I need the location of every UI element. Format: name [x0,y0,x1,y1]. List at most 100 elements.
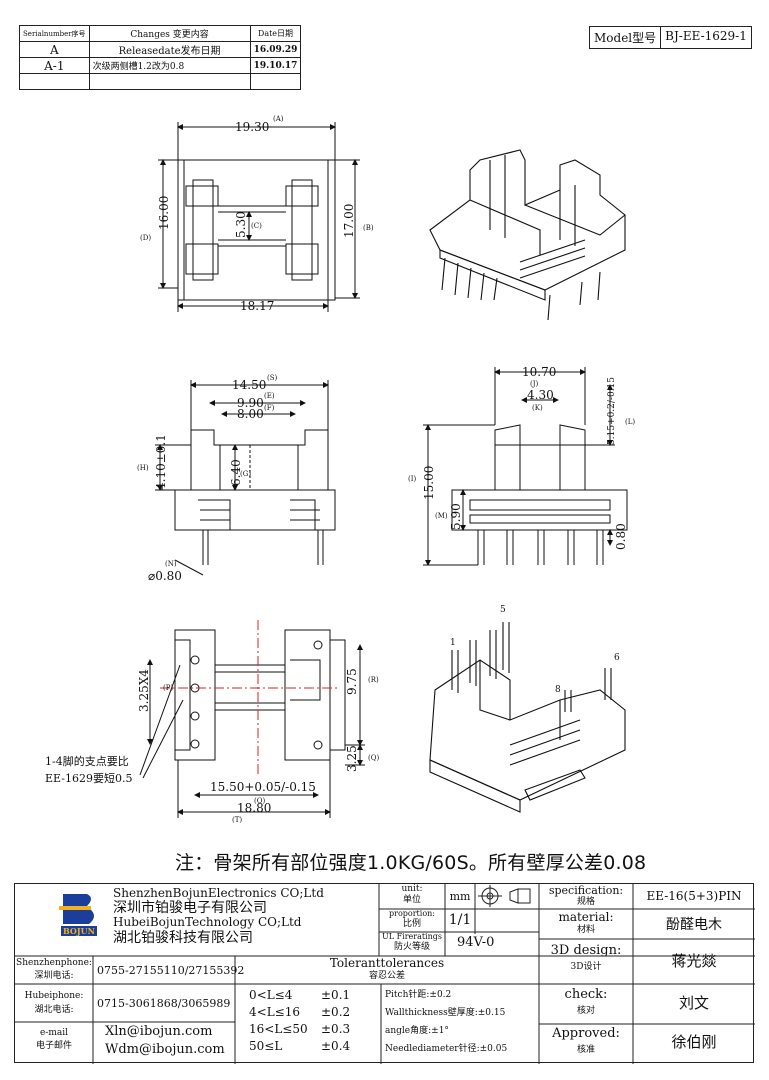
dim-bottom-r: 9.75 [345,668,359,695]
title-block-grid: BOJUN [15,884,755,1064]
approved-label-cn: 核准 [576,1045,595,1055]
dim-bottom-q: 3.25 [345,745,359,772]
dim-top-width: 19.30 [235,120,269,134]
dim-bottom-pitch: 3.25X4 [137,669,151,712]
bottom-callout: EE-1629要短0.5 [45,771,132,785]
fire-label-cn: 防火等级 [393,942,430,952]
dim-ref: (D) [140,234,151,242]
pin-label: 5 [500,605,506,615]
iso-view-bottom [429,622,626,813]
tol-value: ±0.1 [321,988,351,1002]
hb-phone: 0715-3061868/3065989 [97,997,231,1010]
design-value: 蒋光燚 [671,952,717,970]
sz-phone-label-cn: 深圳电话: [34,971,74,981]
check-label-cn: 核对 [576,1006,595,1016]
tol-value: ±0.2 [321,1005,351,1019]
dim-front-w1: 14.50 [232,378,266,392]
dim-top-inner: 5.30 [234,211,248,238]
dim-front-w3: 8.00 [237,407,264,421]
dim-side-w1: 10.70 [522,365,556,379]
logo-text: BOJUN [63,926,95,936]
dim-ref: (G) [240,470,251,478]
dim-ref: (O) [254,797,265,805]
material-label-cn: 材料 [576,925,595,935]
dim-ref: (P) [163,684,173,692]
check-value: 刘文 [678,994,709,1012]
technical-drawing: 19.30 (A) (D) 16.00 17.00 (B) 5.30 (C) 1… [45,115,635,824]
dim-ref: (R) [368,676,379,684]
spec-value: EE-16(5+3)PIN [646,889,742,903]
email-label: e-mail [39,1028,69,1038]
approved-value: 徐伯刚 [671,1033,717,1051]
spec-label-cn: 规格 [576,897,595,907]
dim-side-w2: 4.30 [527,388,554,402]
design-label-cn: 3D设计 [570,962,602,972]
dim-ref: (L) [625,418,635,426]
tol-note: Wallthickness壁厚度:±0.15 [385,1008,506,1018]
dim-side-h4: 0.80 [614,523,628,550]
tol-range: 0<L≤4 [249,988,293,1002]
bottom-view [139,620,365,818]
dim-bottom-o: 15.50+0.05/-0.15 [210,780,316,794]
dim-bottom-t: 18.80 [237,801,271,815]
dim-top-height-left: 16.00 [157,196,171,230]
revision-table: Serialnumber序号 Changes 变更内容 Date日期 A Rel… [19,25,302,90]
dim-ref: (K) [532,404,543,412]
dim-ref: (I) [408,475,416,483]
dim-front-pin: ⌀0.80 [148,569,182,583]
company-cn2: 湖北铂骏科技有限公司 [113,930,253,946]
proportion-label: proportion: [389,909,435,918]
material-label: material: [558,910,614,924]
unit-value: mm [449,890,471,903]
dim-top-bottom: 18.17 [240,299,274,313]
tol-note: Pitch针距:±0.2 [385,990,452,1000]
dim-front-w2: 9.90 [237,396,264,410]
side-view [423,367,628,566]
material-value: 酚醛电木 [666,917,722,933]
dim-side-h3: 5.15+0.2/-0.15 [607,377,617,445]
hb-phone-label-cn: 湖北电话: [34,1005,74,1015]
pin-label: 8 [555,685,561,695]
proportion-value: 1/1 [448,912,472,928]
title-block: BOJUN ShenzhenBojunElectronics CO;Ltd 深圳… [14,883,755,1064]
tol-value: ±0.3 [321,1022,351,1036]
sz-phone: 0755-27155110/27155392 [97,964,245,977]
dim-ref: (E) [264,392,275,400]
tol-range: 4<L≤16 [249,1005,300,1019]
dim-side-h2: 5.90 [449,503,463,530]
front-view [155,380,336,576]
email: Wdm@ibojun.com [105,1042,225,1057]
dim-side-h1: 15.00 [422,466,436,500]
dim-ref: (F) [264,404,275,412]
approved-label: Approved: [552,1026,620,1041]
top-view [158,122,360,312]
tol-note: angle角度:±1° [385,1026,449,1036]
model-value: BJ-EE-1629-1 [660,27,751,48]
bojun-logo: BOJUN [59,894,97,936]
dim-front-h1: 4.10±0.1 [154,434,168,490]
unit-label-cn: 单位 [402,895,421,905]
iso-view-top [429,149,626,321]
tol-title-cn: 容忍公差 [368,971,405,981]
dim-ref: (T) [232,816,242,824]
dim-front-h2: 6.40 [229,459,243,486]
dim-ref: (B) [363,224,374,232]
company-en1: ShenzhenBojunElectronics CO;Ltd [113,886,324,900]
spec-label: specification: [548,884,624,897]
dim-ref: (S) [267,374,278,382]
model-box: Model型号 BJ-EE-1629-1 [589,26,752,49]
dim-ref: (H) [137,464,149,472]
dim-ref: (M) [435,512,448,520]
hb-phone-label: Hubeiphone: [24,991,84,1001]
drawing-note: 注：骨架所有部位强度1.0KG/60S。所有壁厚公差0.08 [175,852,647,874]
tol-note: Needlediameter针径:±0.05 [385,1044,508,1054]
pin-label: 6 [614,653,620,663]
unit-label: unit: [401,884,423,894]
sz-phone-label: Shenzhenphone: [16,958,92,968]
email-label-cn: 电子邮件 [35,1041,72,1051]
dim-ref: (N) [165,560,177,568]
dim-ref: (Q) [368,754,379,762]
dim-ref: (C) [251,222,262,230]
dim-ref: (J) [530,380,539,388]
model-label: Model型号 [594,31,657,45]
